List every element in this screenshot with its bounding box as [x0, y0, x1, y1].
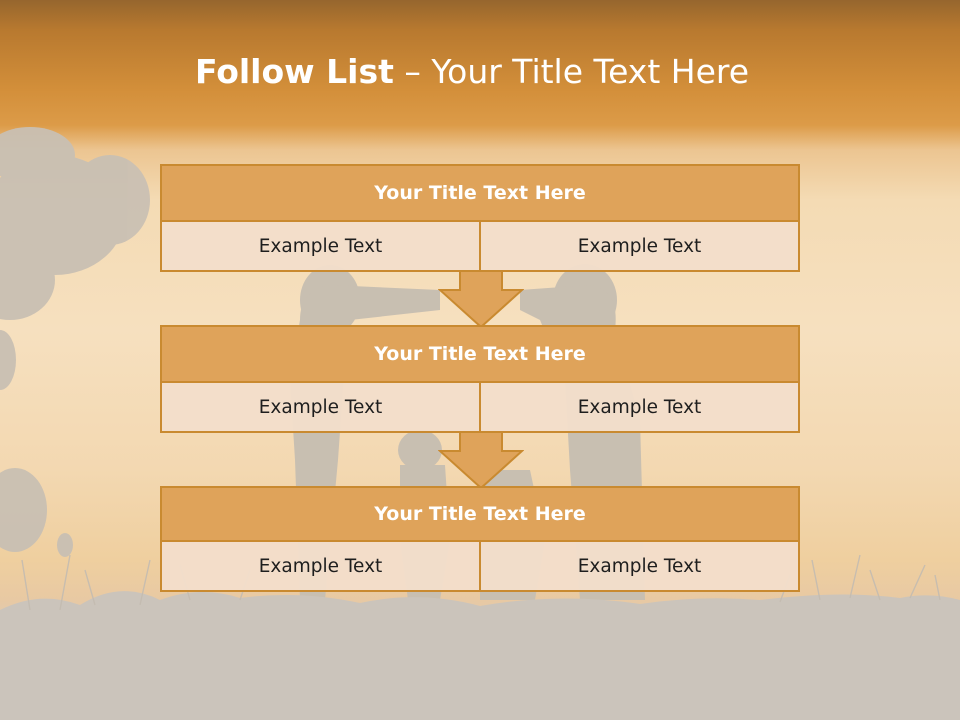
step-block-1: Your Title Text Here Example Text Exampl… — [160, 164, 800, 272]
step-cell-left: Example Text — [162, 383, 479, 431]
step-cells: Example Text Example Text — [160, 383, 800, 433]
step-cell-right: Example Text — [479, 542, 798, 590]
step-cell-right: Example Text — [479, 383, 798, 431]
step-cell-left: Example Text — [162, 222, 479, 270]
slide-title-rest: – Your Title Text Here — [393, 52, 750, 91]
down-arrow-icon — [438, 270, 524, 328]
step-cell-left: Example Text — [162, 542, 479, 590]
step-cells: Example Text Example Text — [160, 542, 800, 592]
step-cells: Example Text Example Text — [160, 222, 800, 272]
step-title: Your Title Text Here — [160, 164, 800, 222]
slide-title-bold: Follow List — [194, 52, 394, 91]
step-block-3: Your Title Text Here Example Text Exampl… — [160, 486, 800, 592]
step-block-2: Your Title Text Here Example Text Exampl… — [160, 325, 800, 433]
step-cell-right: Example Text — [479, 222, 798, 270]
step-title: Your Title Text Here — [160, 325, 800, 383]
step-title: Your Title Text Here — [160, 486, 800, 542]
slide-title: Follow List – Your Title Text Here — [0, 52, 944, 91]
down-arrow-icon — [438, 431, 524, 489]
